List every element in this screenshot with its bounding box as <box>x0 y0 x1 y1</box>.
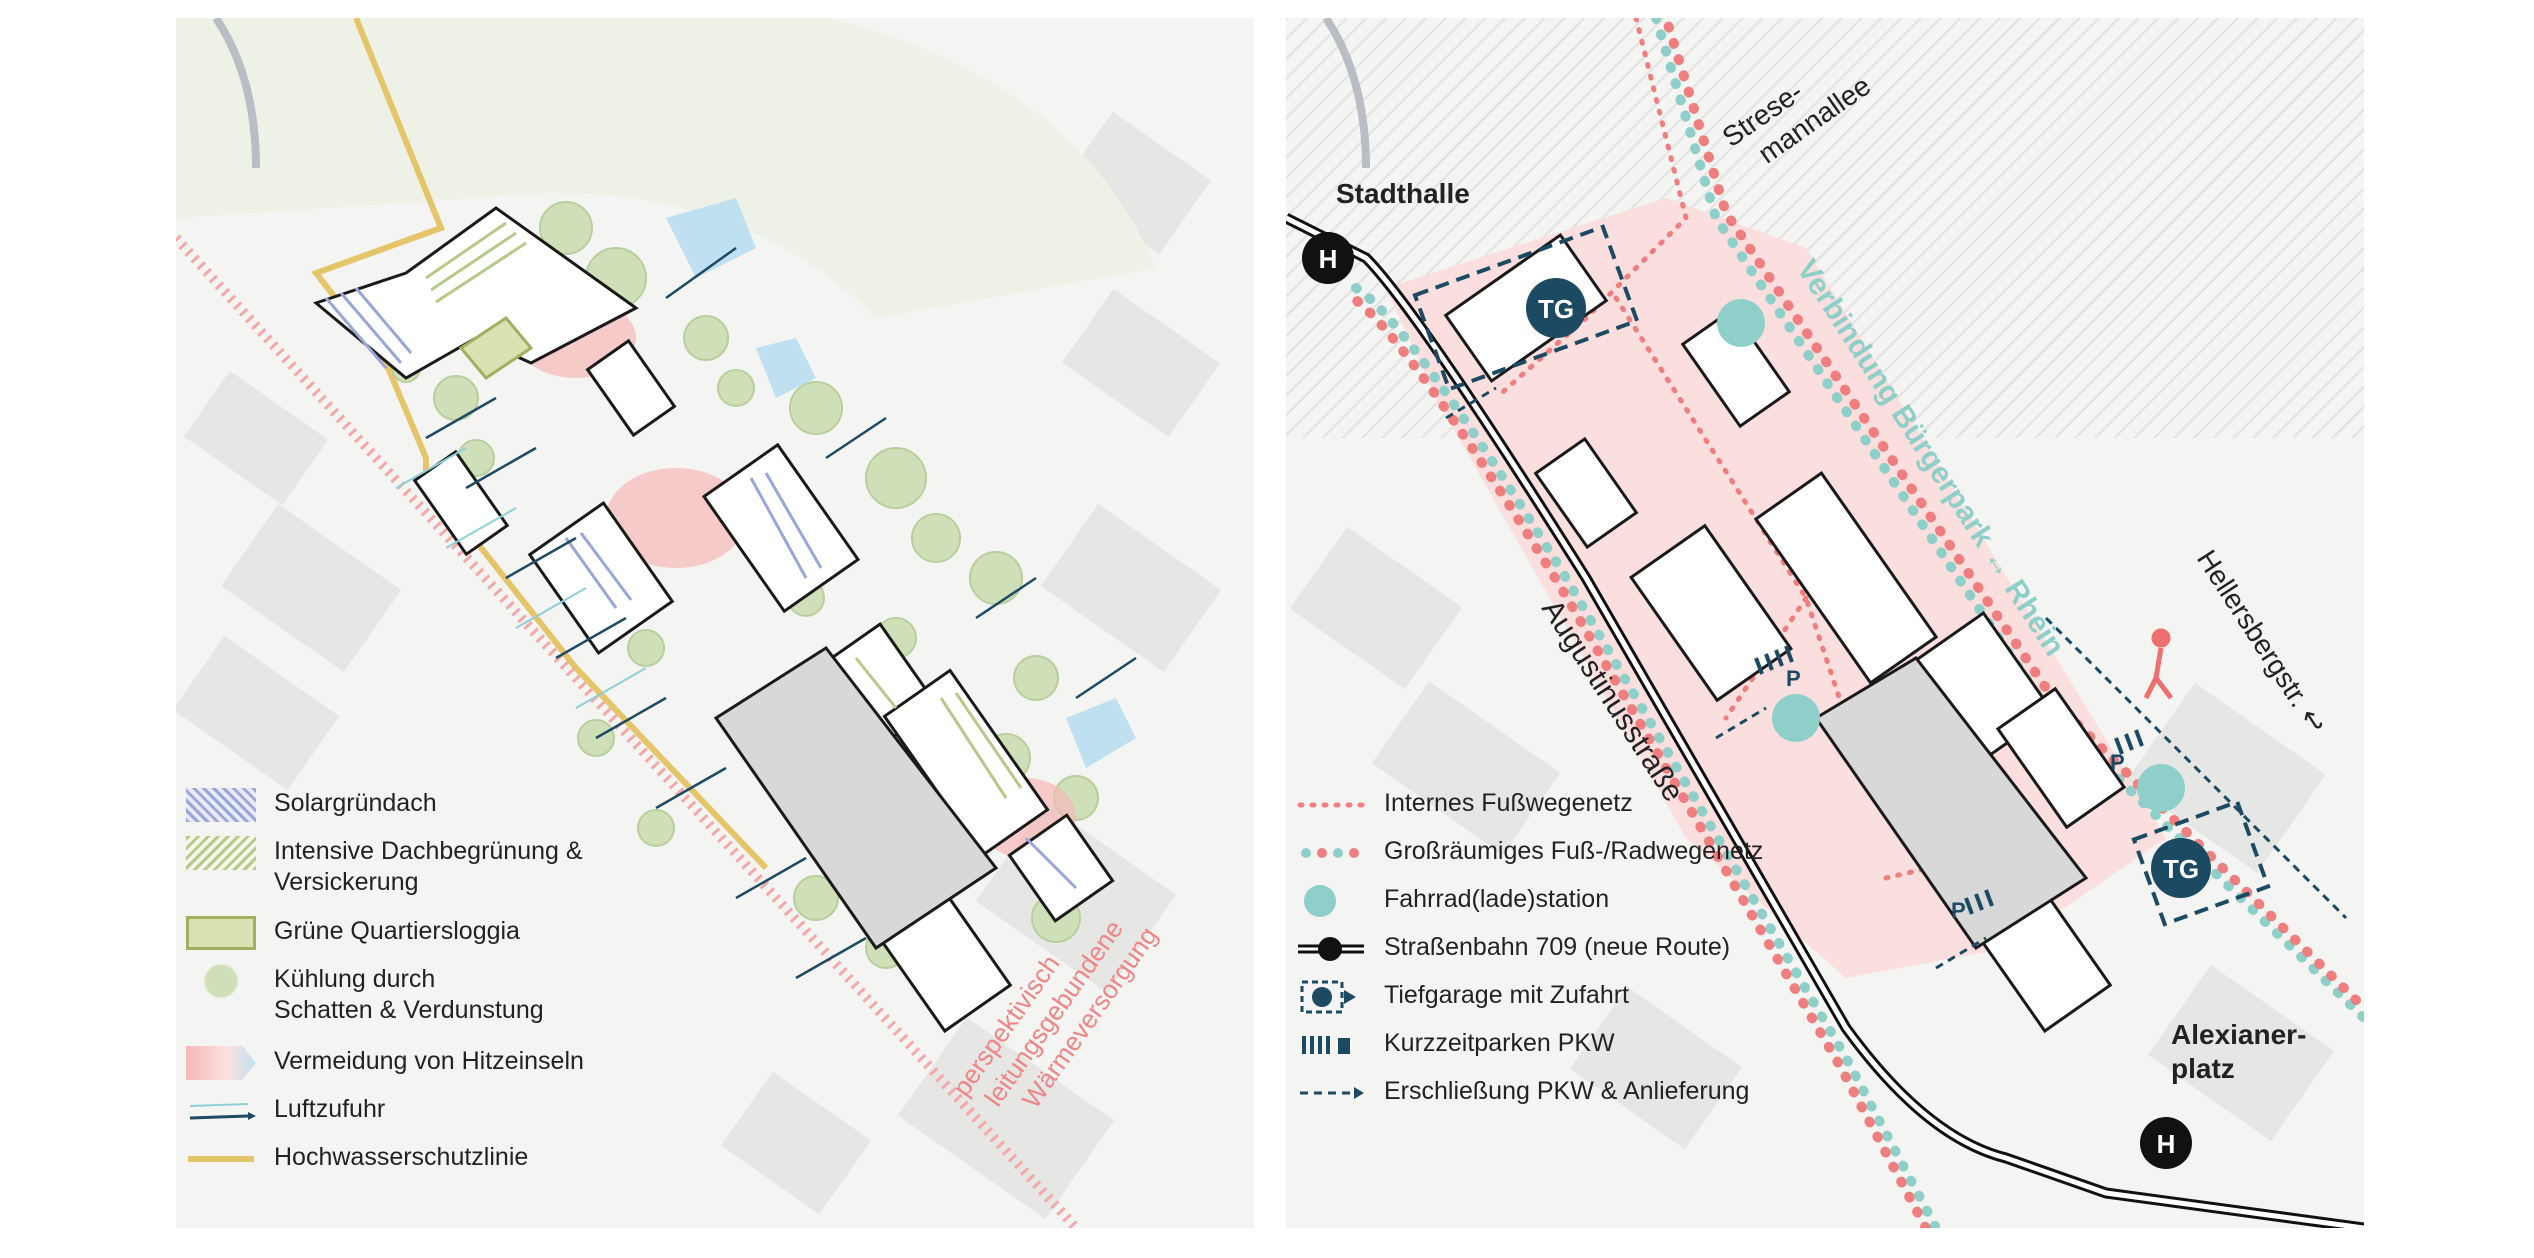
context-buildings <box>1289 526 2334 1150</box>
bike-station-icon <box>1296 884 1366 918</box>
legend-item-parking: Kurzzeitparken PKW <box>1296 1028 1615 1062</box>
place-label-stadthalle: Stadthalle <box>1336 178 1470 209</box>
access-routes <box>1445 386 2348 970</box>
heat-icon <box>186 1046 256 1080</box>
regional-path-left <box>1351 283 1941 1228</box>
legend-item-loggia: Grüne Quartiersloggia <box>186 916 520 950</box>
garage-badge-north[interactable] <box>1526 278 1586 338</box>
tree-icon <box>186 964 256 998</box>
flood-protection-line <box>311 18 769 871</box>
legend-item-bike: Fahrrad(lade)station <box>1296 884 1609 918</box>
legend-item-access: Erschließung PKW & Anlieferung <box>1296 1076 1749 1110</box>
legend-item-footpath: Internes Fußwegenetz <box>1296 788 1633 822</box>
legend-item-tram: Straßenbahn 709 (neue Route) <box>1296 932 1730 966</box>
air-supply-arrows <box>425 246 1137 980</box>
regional-path-icon <box>1296 836 1366 870</box>
existing-building <box>1813 656 2089 951</box>
loggia-icon <box>186 916 256 950</box>
river-line <box>212 18 260 169</box>
park-area <box>176 18 1156 318</box>
tree-canopy <box>361 201 1099 969</box>
tg-label-2: TG <box>2163 854 2199 884</box>
solar-roof-icon <box>186 788 256 822</box>
place-label-alexianerplatz: Alexianer- platz <box>2171 1019 2307 1084</box>
mobility-map: H H TG TG P P P Strese- mannallee Verbin… <box>1286 18 2364 1228</box>
tram-stop-stadthalle[interactable] <box>1302 232 1354 284</box>
mobility-legend: Internes Fußwegenetz Großräumiges Fuß-/R… <box>1286 788 1906 1228</box>
legend-item-air: Luftzufuhr <box>186 1094 385 1128</box>
access-arrow-icon <box>1296 1076 1366 1110</box>
bike-stations <box>1717 299 2185 812</box>
parking-p-3: P <box>2110 750 2125 775</box>
climate-map: perspektivisch leitungsgebundene Wärmeve… <box>176 18 1222 1228</box>
parking-p-2: P <box>1951 898 1966 923</box>
legend-item-heat: Vermeidung von Hitzeinseln <box>186 1046 584 1080</box>
existing-building <box>713 645 999 951</box>
tram-icon <box>1296 932 1366 966</box>
green-loggia <box>458 316 534 380</box>
garage-badge-south[interactable] <box>2151 838 2211 898</box>
short-parking <box>1754 645 2144 915</box>
climate-legend: Solargründach Intensive Dachbegrünung & … <box>176 788 796 1228</box>
footpath-icon <box>1296 788 1366 822</box>
legend-item-garage: Tiefgarage mit Zufahrt <box>1296 980 1629 1014</box>
legend-item-cooling: Kühlung durch Schatten & Verdunstung <box>186 964 544 1026</box>
climate-map-panel: perspektivisch leitungsgebundene Wärmeve… <box>176 18 1254 1228</box>
heat-supply-line <box>176 234 1080 1228</box>
flood-line-icon <box>186 1142 256 1176</box>
legend-item-regional: Großräumiges Fuß-/Radwegenetz <box>1296 836 1763 870</box>
parking-p-1: P <box>1786 666 1801 691</box>
garage-south <box>2131 799 2271 927</box>
parking-icon <box>1296 1028 1366 1062</box>
green-roofs <box>425 221 1023 799</box>
arrow-icon <box>186 1094 256 1128</box>
mobility-map-panel: H H TG TG P P P Strese- mannallee Verbin… <box>1286 18 2364 1228</box>
air-supply-arrows-light <box>395 447 647 709</box>
tram-stop-h-1: H <box>1319 244 1338 274</box>
tram-stop-alexianerplatz[interactable] <box>2140 1117 2192 1169</box>
green-roof-icon <box>186 836 256 870</box>
legend-item-solar: Solargründach <box>186 788 437 822</box>
air-exit-zones <box>666 198 1136 768</box>
legend-item-flood: Hochwasserschutzlinie <box>186 1142 528 1176</box>
garage-icon <box>1296 980 1366 1014</box>
project-buildings <box>1443 232 2127 1034</box>
solar-roofs <box>324 287 1078 890</box>
legend-item-green-roof: Intensive Dachbegrünung & Versickerung <box>186 836 583 898</box>
tg-label-1: TG <box>1538 294 1574 324</box>
river-line <box>1322 18 1370 169</box>
pedestrian-icon <box>2143 628 2173 700</box>
tram-stop-h-2: H <box>2157 1129 2176 1159</box>
